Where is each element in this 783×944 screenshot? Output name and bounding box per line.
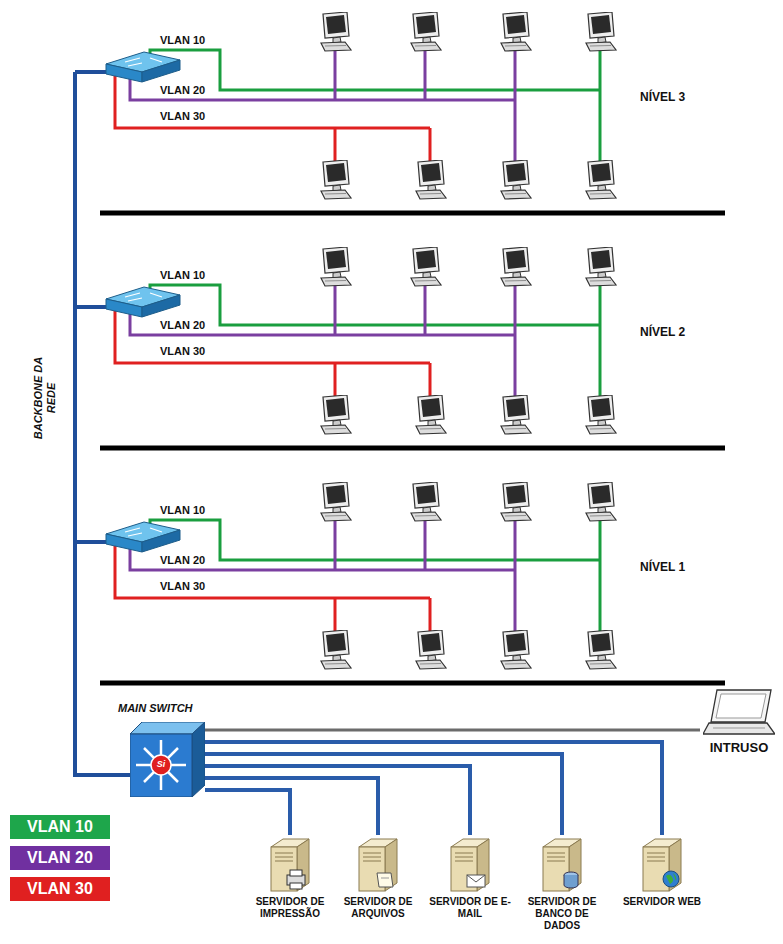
server: SERVIDOR DE IMPRESSÃO: [247, 835, 333, 920]
vlan-label: VLAN 30: [158, 580, 207, 592]
legend-text: VLAN 20: [27, 849, 93, 867]
server-icon: [447, 835, 493, 893]
level-label: NÍVEL 1: [640, 560, 685, 574]
network-cable: [205, 766, 470, 835]
node-label: INTRUSO: [700, 740, 778, 755]
server-icon: [355, 835, 401, 893]
node-label: SERVIDOR DE ARQUIVOS: [335, 896, 421, 920]
level-label: NÍVEL 2: [640, 325, 685, 339]
vlan-label: VLAN 20: [158, 554, 207, 566]
legend-swatch: VLAN 30: [10, 877, 110, 901]
node-label: SERVIDOR WEB: [619, 896, 705, 908]
legend-text: VLAN 30: [27, 880, 93, 898]
node-label: MAIN SWITCH: [118, 702, 193, 714]
legend-swatch: VLAN 20: [10, 846, 110, 870]
server: SERVIDOR DE E-MAIL: [427, 835, 513, 920]
network-cable: [205, 778, 378, 835]
network-cable: [205, 729, 700, 732]
level-label: NÍVEL 3: [640, 90, 685, 104]
node-label: SERVIDOR DE BANCO DE DADOS: [519, 896, 605, 932]
main-switch: MAIN SWITCH: [130, 722, 205, 797]
network-cable: [205, 754, 562, 835]
vlan-label: VLAN 20: [158, 319, 207, 331]
vlan-label: VLAN 10: [158, 269, 207, 281]
vlan-label: VLAN 30: [158, 345, 207, 357]
network-cable: [205, 790, 290, 835]
server-icon: [539, 835, 585, 893]
legend-text: VLAN 10: [27, 818, 93, 836]
server: SERVIDOR WEB: [619, 835, 705, 908]
server-icon: [267, 835, 313, 893]
intruder-laptop: INTRUSO: [700, 688, 778, 755]
network-cable: [205, 742, 662, 835]
server-icon: [639, 835, 685, 893]
vlan-label: VLAN 10: [158, 504, 207, 516]
server: SERVIDOR DE BANCO DE DADOS: [519, 835, 605, 932]
main-switch-icon: [130, 722, 205, 797]
node-label: SERVIDOR DE E-MAIL: [427, 896, 513, 920]
backbone-label: BACKBONE DA REDE: [32, 353, 58, 443]
vlan-label: VLAN 20: [158, 84, 207, 96]
vlan-label: VLAN 10: [158, 34, 207, 46]
switch-badge: Si: [151, 759, 171, 769]
laptop-icon: [703, 688, 775, 736]
node-label: SERVIDOR DE IMPRESSÃO: [247, 896, 333, 920]
server: SERVIDOR DE ARQUIVOS: [335, 835, 421, 920]
legend-swatch: VLAN 10: [10, 815, 110, 839]
vlan-label: VLAN 30: [158, 110, 207, 122]
